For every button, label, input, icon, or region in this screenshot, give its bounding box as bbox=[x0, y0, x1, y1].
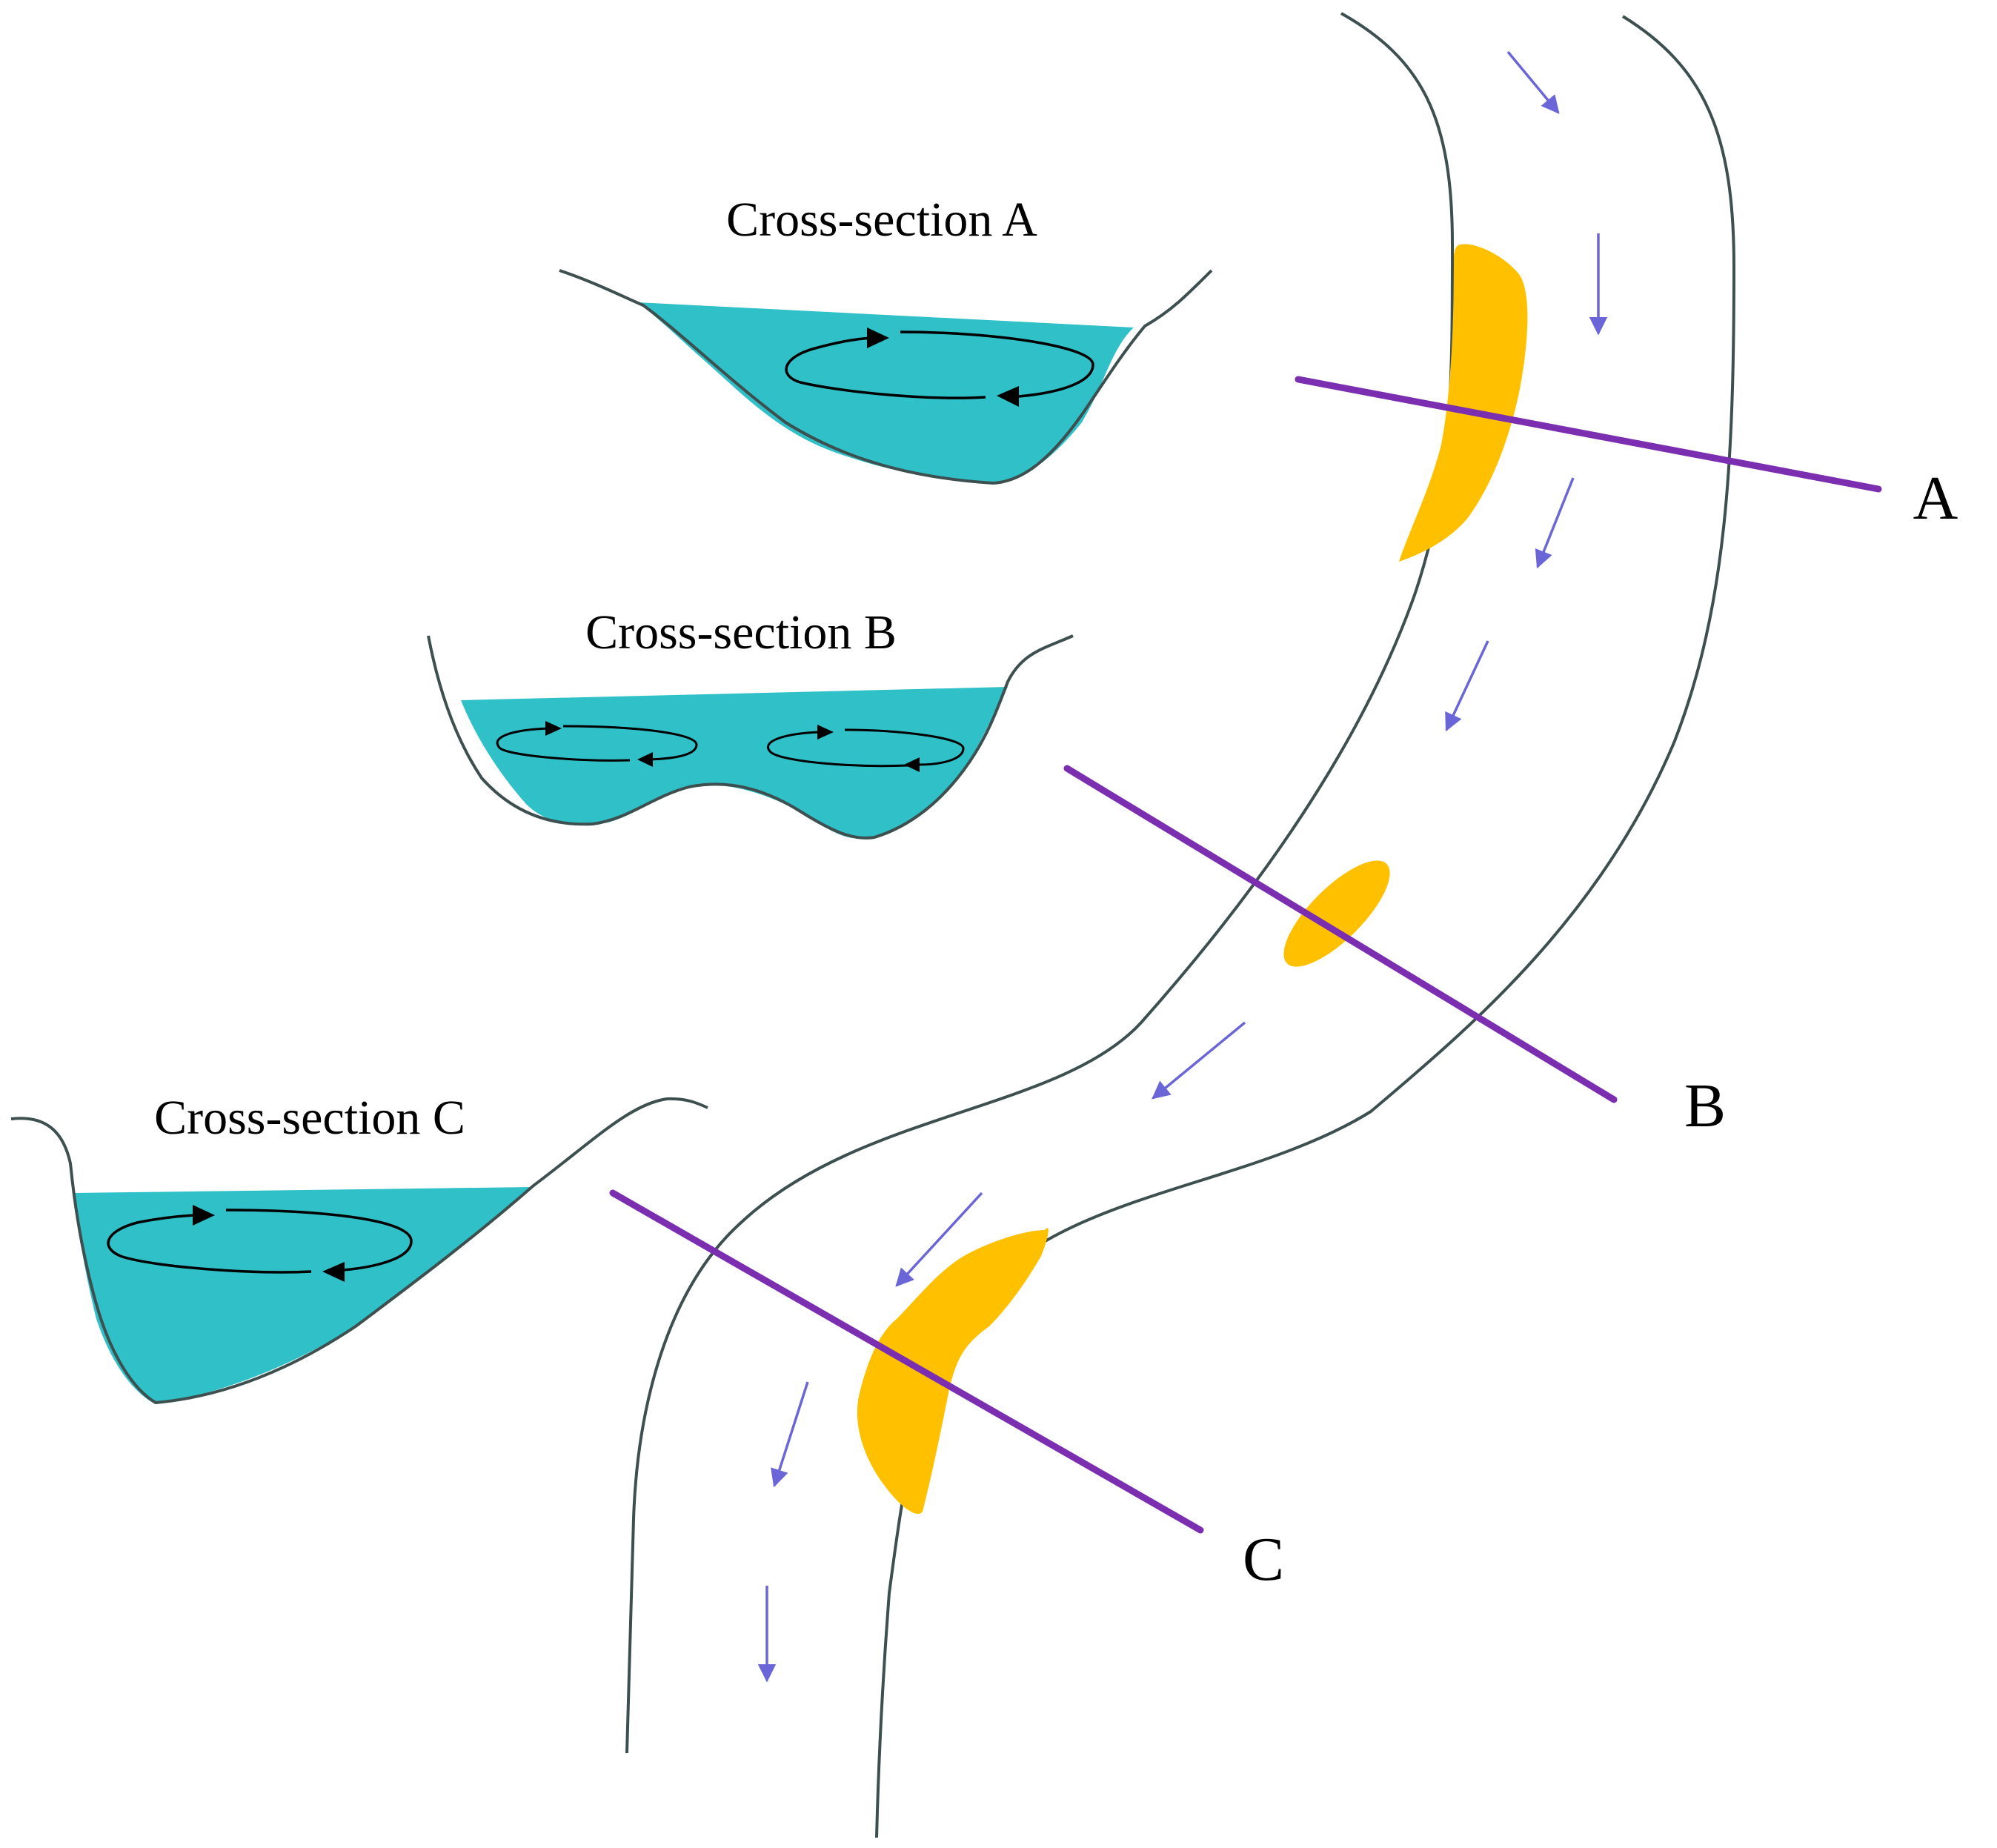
circulation-arrow-icon bbox=[225, 1209, 413, 1272]
circulation-arrow-icon bbox=[496, 727, 631, 762]
cross-section-b: Cross-section B bbox=[427, 605, 1074, 840]
circulation-cell-b-right bbox=[767, 725, 965, 772]
cross-section-a-title: Cross-section A bbox=[726, 193, 1037, 247]
bar-deposit-a bbox=[1399, 244, 1528, 562]
circulation-cell-c bbox=[107, 1205, 413, 1282]
flow-arrow-icon bbox=[895, 1191, 983, 1287]
circulation-cell-a bbox=[785, 328, 1094, 407]
cross-section-c: Cross-section C bbox=[10, 1091, 708, 1405]
cross-section-b-water bbox=[461, 687, 1008, 839]
cross-section-a-water bbox=[637, 302, 1134, 482]
river-right-bank bbox=[875, 15, 1736, 1838]
flow-arrow-icon bbox=[1535, 477, 1575, 569]
bar-deposit-c bbox=[857, 1228, 1049, 1515]
section-line-c bbox=[609, 1189, 1204, 1534]
circulation-arrow-icon bbox=[785, 336, 986, 399]
section-line-a bbox=[1295, 376, 1882, 493]
cross-section-a: Cross-section A bbox=[559, 193, 1213, 485]
flow-arrow-icon bbox=[1152, 1021, 1246, 1100]
section-lines bbox=[609, 376, 1882, 1534]
bar-deposit-b bbox=[1283, 860, 1390, 967]
circulation-arrow-icon bbox=[844, 728, 965, 766]
cross-section-b-title: Cross-section B bbox=[585, 605, 897, 659]
circulation-arrow-icon bbox=[107, 1214, 312, 1274]
flow-arrows bbox=[757, 50, 1608, 1683]
section-label-b: B bbox=[1684, 1071, 1726, 1140]
river-left-bank bbox=[625, 12, 1455, 1754]
cross-section-c-water bbox=[74, 1187, 532, 1404]
circulation-arrow-icon bbox=[900, 330, 1094, 398]
circulation-cell-b-left bbox=[496, 721, 698, 767]
flow-arrow-icon bbox=[1445, 640, 1489, 732]
river-channel bbox=[625, 12, 1736, 1838]
cross-section-c-title: Cross-section C bbox=[154, 1091, 465, 1145]
flow-arrow-icon bbox=[1506, 50, 1560, 114]
cross-section-a-bed bbox=[559, 269, 1213, 485]
section-label-c: C bbox=[1243, 1525, 1284, 1594]
circulation-arrow-icon bbox=[767, 731, 908, 768]
cross-section-c-bed bbox=[10, 1097, 708, 1405]
cross-section-b-bed bbox=[427, 634, 1074, 840]
section-line-b bbox=[1063, 765, 1618, 1103]
flow-arrow-icon bbox=[771, 1381, 809, 1488]
section-label-a: A bbox=[1913, 464, 1958, 533]
deposits bbox=[857, 244, 1528, 1515]
circulation-arrow-icon bbox=[562, 725, 698, 761]
